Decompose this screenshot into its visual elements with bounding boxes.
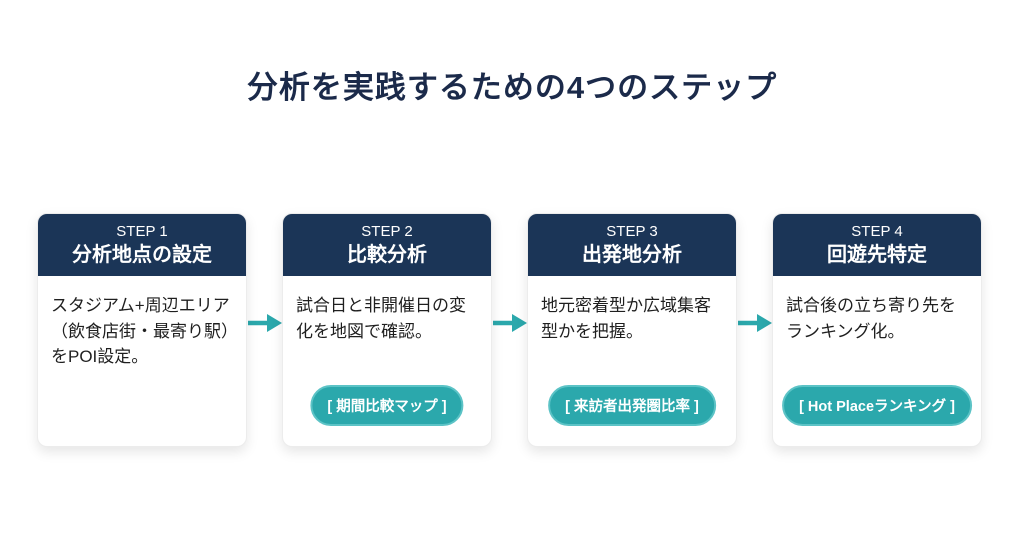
step-card-3-header: STEP 3 出発地分析 bbox=[528, 214, 736, 276]
step-card-4-header: STEP 4 回遊先特定 bbox=[773, 214, 981, 276]
step-badge: [ Hot Placeランキング ] bbox=[782, 385, 972, 426]
step-card-4: STEP 4 回遊先特定 試合後の立ち寄り先をランキング化。 [ Hot Pla… bbox=[772, 213, 982, 447]
step-title: 出発地分析 bbox=[582, 243, 682, 266]
step-card-2: STEP 2 比較分析 試合日と非開催日の変化を地図で確認。 [ 期間比較マップ… bbox=[282, 213, 492, 447]
arrow-wrap bbox=[492, 213, 527, 447]
arrow-right-icon bbox=[737, 314, 772, 332]
step-label: STEP 3 bbox=[606, 223, 658, 240]
step-card-3: STEP 3 出発地分析 地元密着型か広域集客型かを把握。 [ 来訪者出発圏比率… bbox=[527, 213, 737, 447]
step-card-1-header: STEP 1 分析地点の設定 bbox=[38, 214, 246, 276]
step-title: 比較分析 bbox=[347, 243, 427, 266]
step-card-2-header: STEP 2 比較分析 bbox=[283, 214, 491, 276]
step-description: 試合日と非開催日の変化を地図で確認。 bbox=[296, 296, 466, 341]
page-title: 分析を実践するための4つのステップ bbox=[246, 70, 778, 105]
step-badge: [ 来訪者出発圏比率 ] bbox=[548, 385, 716, 426]
step-label: STEP 1 bbox=[116, 223, 168, 240]
step-badge: [ 期間比較マップ ] bbox=[310, 385, 464, 426]
arrow-wrap bbox=[247, 213, 282, 447]
step-description: 試合後の立ち寄り先をランキング化。 bbox=[786, 296, 956, 341]
step-label: STEP 4 bbox=[851, 223, 903, 240]
step-title: 回遊先特定 bbox=[827, 243, 927, 266]
arrow-wrap bbox=[737, 213, 772, 447]
arrow-right-icon bbox=[492, 314, 527, 332]
step-description: 地元密着型か広域集客型かを把握。 bbox=[541, 296, 711, 341]
steps-row: STEP 1 分析地点の設定 スタジアム+周辺エリア（飲食店街・最寄り駅）をPO… bbox=[37, 213, 982, 447]
arrow-right-icon bbox=[247, 314, 282, 332]
step-title: 分析地点の設定 bbox=[72, 243, 212, 266]
step-label: STEP 2 bbox=[361, 223, 413, 240]
step-card-1: STEP 1 分析地点の設定 スタジアム+周辺エリア（飲食店街・最寄り駅）をPO… bbox=[37, 213, 247, 447]
step-description: スタジアム+周辺エリア（飲食店街・最寄り駅）をPOI設定。 bbox=[51, 296, 230, 366]
